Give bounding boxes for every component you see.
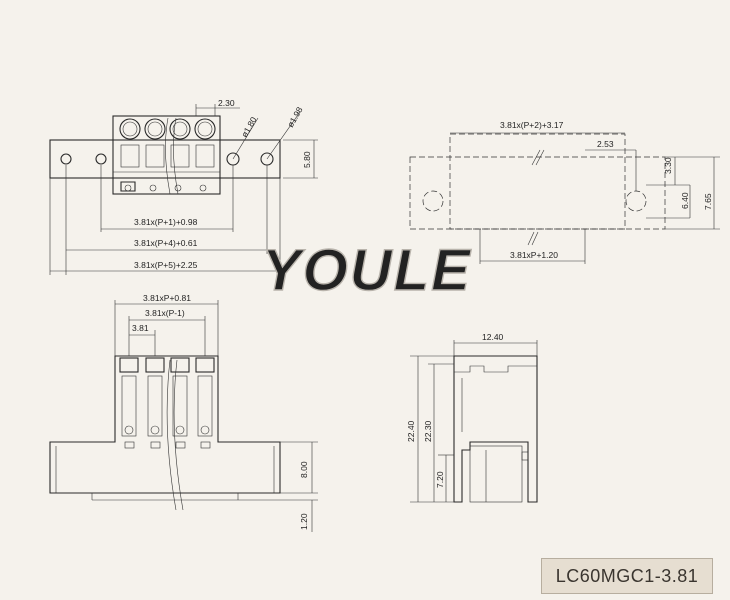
profile-dim-height-2: 22.30 (423, 420, 433, 442)
dim-3: 3.81x(P+5)+2.25 (134, 260, 198, 270)
side-view: 3.81x(P+2)+3.17 2.53 3.30 6.40 7.65 3.81… (409, 120, 720, 264)
top-terminals (119, 118, 216, 192)
side-dim-top: 3.81x(P+2)+3.17 (500, 120, 564, 130)
dim-pitch-top: 2.30 (218, 98, 235, 108)
side-dim-offset: 2.53 (597, 139, 614, 149)
side-dim-height-small: 3.30 (663, 157, 673, 174)
model-label-box: LC60MGC1-3.81 (541, 558, 713, 594)
front-terminals (119, 357, 215, 449)
front-dim-overall: 3.81xP+0.81 (143, 293, 191, 303)
watermark: YOULE (262, 238, 472, 303)
side-dim-bottom: 3.81xP+1.20 (510, 250, 558, 260)
front-dim-inner: 3.81x(P-1) (145, 308, 185, 318)
side-dim-height-total: 7.65 (703, 193, 713, 210)
dim-2: 3.81x(P+4)+0.61 (134, 238, 198, 248)
profile-dim-height-1: 22.40 (406, 420, 416, 442)
profile-dim-height-3: 7.20 (435, 471, 445, 488)
profile-view: 12.40 22.40 22.30 7.20 (406, 332, 538, 503)
dim-1: 3.81x(P+1)+0.98 (134, 217, 198, 227)
top-view: 2.30 ø1.80 ø1.98 5.80 3.81x(P+1)+0.98 3.… (49, 98, 318, 275)
front-view: 3.81xP+0.81 3.81x(P-1) 3.81 8.00 1.20 (49, 293, 318, 532)
side-dim-hole: 6.40 (680, 192, 690, 209)
front-dim-height: 8.00 (299, 461, 309, 478)
front-dim-base: 1.20 (299, 513, 309, 530)
profile-dim-width: 12.40 (482, 332, 504, 342)
dim-height: 5.80 (302, 151, 312, 168)
model-label: LC60MGC1-3.81 (555, 565, 699, 586)
dim-dia-1: ø1.80 (239, 115, 259, 139)
dim-dia-2: ø1.98 (285, 105, 305, 129)
front-dim-pitch: 3.81 (132, 323, 149, 333)
